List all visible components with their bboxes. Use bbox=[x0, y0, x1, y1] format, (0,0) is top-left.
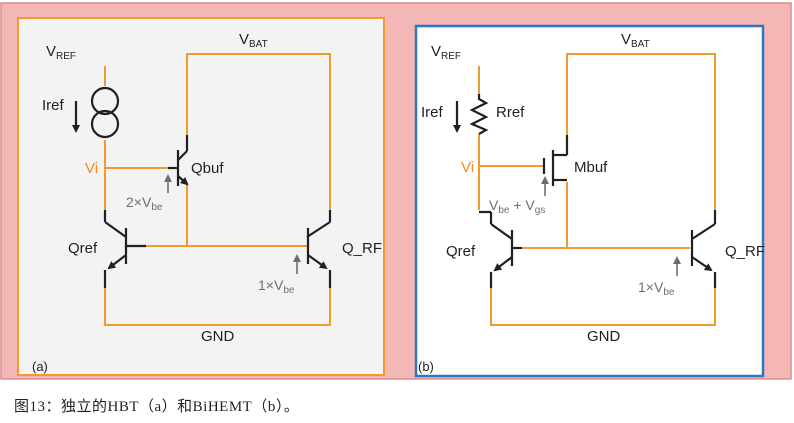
vbat-label-a: VBAT bbox=[239, 31, 268, 50]
qref-emitter-arrow-a bbox=[107, 254, 127, 270]
qrf-emitter-arrow-a bbox=[307, 254, 328, 270]
qref-label-a: Qref bbox=[68, 240, 98, 257]
vbat-label-b: VBAT bbox=[621, 31, 650, 50]
qrf-emitter-arrow-b bbox=[691, 256, 713, 272]
qref-label-b: Qref bbox=[446, 243, 476, 260]
wire-vbat-b bbox=[566, 53, 716, 210]
wire-vbat-a bbox=[186, 53, 331, 210]
figure-caption: 图13：独立的HBT（a）和BiHEMT（b）。 bbox=[14, 399, 300, 415]
qrf-voltage-label-b: 1×Vbe bbox=[638, 279, 675, 298]
qrf-label-b: Q_RF bbox=[725, 243, 765, 260]
mbuf-label: Mbuf bbox=[574, 159, 608, 176]
gnd-label-b: GND bbox=[587, 328, 621, 345]
wire-gnd-b bbox=[490, 288, 716, 326]
vi-label-b: Vi bbox=[461, 159, 474, 176]
qbuf-label: Qbuf bbox=[191, 160, 224, 177]
panel-a: VREF VBAT Iref Vi Qbuf 2×Vbe Qref Q_RF 1… bbox=[17, 17, 385, 376]
qref-collector-wire-b bbox=[479, 210, 493, 224]
wire-gnd-a bbox=[104, 288, 331, 326]
qref-collector-lead-a bbox=[104, 221, 127, 238]
gnd-label-a: GND bbox=[201, 328, 235, 345]
panel-a-border bbox=[17, 17, 385, 376]
iref-label-b: Iref bbox=[421, 104, 444, 121]
rref-label: Rref bbox=[496, 104, 525, 121]
qbuf-voltage-label: 2×Vbe bbox=[126, 194, 163, 213]
qrf-collector-lead-a bbox=[306, 221, 331, 238]
panel-a-tag: (a) bbox=[32, 359, 48, 374]
vref-label-a: VREF bbox=[46, 43, 76, 62]
qrf-collector-lead-b bbox=[691, 223, 716, 240]
vref-label-b: VREF bbox=[431, 43, 461, 62]
panel-b-tag: (b) bbox=[418, 359, 434, 374]
qref-collector-lead-b bbox=[490, 223, 513, 240]
iref-label-a: Iref bbox=[42, 97, 65, 114]
qrf-label-a: Q_RF bbox=[342, 240, 382, 257]
current-source-circle-bottom-a bbox=[90, 109, 120, 139]
current-source-circle-top-a bbox=[90, 86, 120, 116]
qbuf-collector-lead bbox=[177, 150, 188, 161]
qbuf-emitter-arrow bbox=[177, 175, 189, 186]
rref-resistor bbox=[469, 94, 489, 135]
panel-b: VREF VBAT Iref Rref Vi Mbuf Vbe + Vgs Qr… bbox=[414, 24, 765, 378]
mbuf-voltage-label: Vbe + Vgs bbox=[489, 197, 545, 216]
panel-b-border bbox=[414, 24, 765, 378]
vi-label-a: Vi bbox=[85, 160, 98, 177]
qref-emitter-arrow-b bbox=[493, 256, 513, 272]
qrf-voltage-label-a: 1×Vbe bbox=[258, 277, 295, 296]
